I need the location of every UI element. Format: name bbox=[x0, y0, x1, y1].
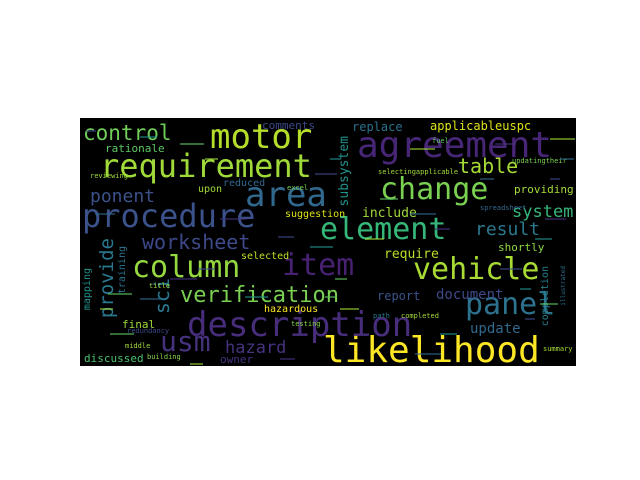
filler-mark bbox=[325, 296, 337, 298]
word-hazard: hazard bbox=[225, 338, 287, 358]
word-building: building bbox=[147, 353, 181, 361]
filler-mark bbox=[365, 238, 384, 240]
word-report: report bbox=[377, 289, 421, 303]
word-suggestion: suggestion bbox=[285, 209, 346, 220]
word-testing: testing bbox=[291, 320, 321, 328]
word-shortly: shortly bbox=[498, 241, 545, 254]
filler-mark bbox=[335, 278, 347, 280]
word-change: change bbox=[380, 172, 489, 207]
word-description: description bbox=[187, 305, 413, 345]
word-training: training bbox=[117, 246, 128, 295]
word-comments: comments bbox=[262, 119, 315, 132]
word-redundancy: redundancy bbox=[127, 327, 170, 335]
word-item: item bbox=[282, 248, 355, 283]
word-agreement: agreement bbox=[357, 125, 553, 166]
filler-mark bbox=[410, 213, 436, 215]
word-completed: completed bbox=[401, 312, 439, 320]
word-discussed: discussed bbox=[84, 352, 144, 365]
word-worksheet: worksheet bbox=[142, 230, 251, 254]
filler-mark bbox=[280, 358, 295, 360]
word-selected: selected bbox=[241, 251, 290, 262]
word-require: require bbox=[384, 247, 439, 262]
word-excel: excel bbox=[287, 184, 309, 192]
filler-mark bbox=[95, 213, 115, 215]
word-mapping: mapping bbox=[82, 268, 93, 311]
filler-mark bbox=[110, 333, 134, 335]
filler-mark bbox=[435, 228, 450, 230]
word-illustrated: illustrated bbox=[560, 266, 567, 306]
word-final: final bbox=[122, 318, 156, 331]
word-control: control bbox=[83, 121, 172, 145]
filler-mark bbox=[550, 178, 560, 180]
filler-mark bbox=[170, 278, 197, 280]
word-reviewing: reviewing bbox=[90, 172, 128, 180]
filler-mark bbox=[86, 130, 96, 132]
word-area: area bbox=[245, 175, 327, 215]
word-summary: summary bbox=[543, 345, 573, 353]
word-middle: middle bbox=[125, 342, 151, 350]
word-motor: motor bbox=[210, 118, 313, 157]
word-likelihood: likelihood bbox=[323, 330, 540, 367]
filler-mark bbox=[278, 236, 294, 238]
filler-mark bbox=[495, 143, 516, 145]
filler-mark bbox=[380, 198, 398, 200]
word-include: include bbox=[362, 206, 417, 221]
filler-mark bbox=[500, 268, 522, 270]
filler-mark bbox=[140, 136, 157, 138]
word-ponent: ponent bbox=[90, 186, 156, 207]
filler-mark bbox=[520, 288, 531, 290]
filler-mark bbox=[245, 296, 268, 298]
word-result: result bbox=[475, 219, 541, 240]
word-completion: completion bbox=[540, 266, 551, 327]
word-title: title bbox=[149, 282, 171, 290]
filler-mark bbox=[140, 298, 160, 300]
word-provide: provide bbox=[96, 238, 118, 319]
filler-mark bbox=[205, 158, 218, 160]
filler-mark bbox=[540, 303, 558, 305]
filler-mark bbox=[198, 268, 214, 270]
word-table: table bbox=[458, 154, 519, 178]
word-system: system bbox=[512, 202, 574, 222]
word-spreadsheet: spreadsheet bbox=[480, 204, 527, 212]
word-column: column bbox=[132, 250, 241, 285]
word-document: document bbox=[436, 287, 504, 303]
word-subsystem: subsystem bbox=[337, 136, 352, 207]
word-hazardous: hazardous bbox=[264, 304, 319, 315]
word-owner: owner bbox=[220, 353, 254, 366]
word-upon: upon bbox=[198, 184, 223, 195]
filler-mark bbox=[410, 148, 435, 150]
filler-mark bbox=[525, 318, 535, 320]
word-fuel: fuel bbox=[432, 137, 449, 145]
word-path: path bbox=[373, 312, 390, 320]
word-rationale: rationale bbox=[105, 142, 165, 155]
filler-mark bbox=[330, 158, 341, 160]
word-replace: replace bbox=[352, 120, 403, 134]
filler-mark bbox=[108, 293, 132, 295]
filler-mark bbox=[315, 173, 337, 175]
word-requirement: requirement bbox=[100, 147, 312, 185]
filler-mark bbox=[220, 218, 247, 220]
filler-mark bbox=[535, 238, 552, 240]
word-verification: verification bbox=[180, 283, 339, 308]
word-procedure: procedure bbox=[82, 197, 256, 235]
filler-mark bbox=[560, 158, 574, 160]
word-usm: usm bbox=[160, 325, 211, 358]
filler-mark bbox=[190, 363, 203, 365]
filler-mark bbox=[480, 178, 494, 180]
filler-mark bbox=[310, 246, 333, 248]
filler-mark bbox=[415, 353, 441, 355]
word-update: update bbox=[470, 321, 521, 337]
filler-mark bbox=[545, 218, 566, 220]
word-reduced: reduced bbox=[223, 178, 266, 189]
filler-mark bbox=[340, 308, 359, 310]
word-providing: providing bbox=[514, 183, 574, 196]
word-updatingtheir: updatingtheir bbox=[512, 157, 567, 165]
filler-mark bbox=[550, 138, 575, 140]
filler-mark bbox=[100, 308, 113, 310]
word-selectingapplicable: selectingapplicable bbox=[378, 168, 459, 176]
filler-mark bbox=[440, 333, 457, 335]
filler-mark bbox=[180, 143, 204, 145]
word-applicableuspc: applicableuspc bbox=[430, 119, 532, 133]
